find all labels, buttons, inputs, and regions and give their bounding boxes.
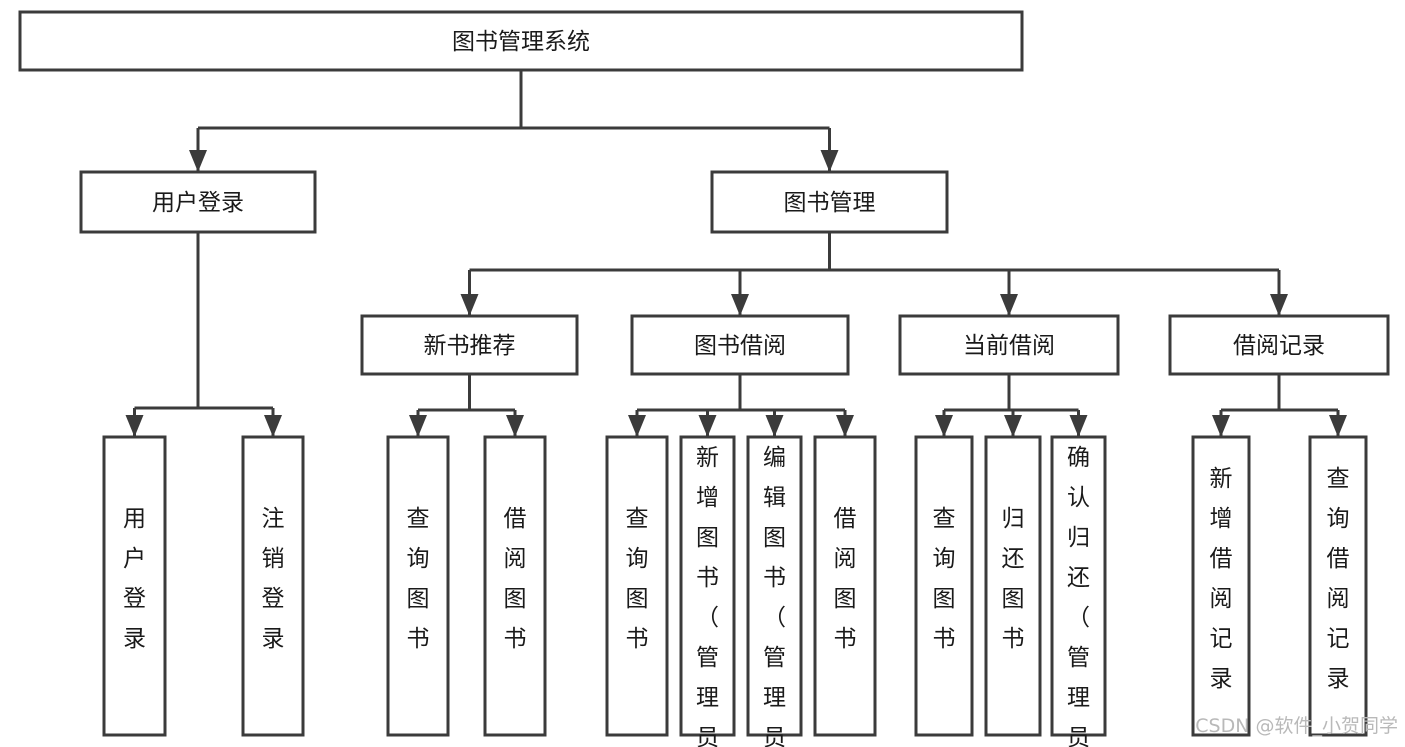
node-label-leaf-query-book-rec: 查询图书 [407, 506, 430, 652]
book-borrow-arrow-0 [628, 415, 646, 437]
node-leaf-query-book-rec[interactable]: 查询图书 [386, 435, 450, 737]
node-label-book-manage: 图书管理 [784, 190, 876, 216]
node-label-leaf-user-login: 用户登录 [123, 506, 146, 652]
book-borrow-arrow-1 [698, 415, 717, 437]
node-box-leaf-add-book-admin [679, 435, 736, 737]
node-layer: 图书管理系统用户登录图书管理新书推荐图书借阅当前借阅借阅记录用户登录注销登录查询… [18, 10, 1390, 747]
node-label-book-borrow: 图书借阅 [694, 333, 786, 359]
node-box-leaf-query-borrow-record [1308, 435, 1368, 737]
borrow-record-arrow-0 [1212, 415, 1230, 437]
node-label-leaf-edit-book-admin: 编辑图书（管理员） [763, 445, 786, 747]
node-box-leaf-confirm-return-admin [1050, 435, 1107, 737]
node-leaf-add-book-admin[interactable]: 新增图书（管理员） [679, 435, 736, 747]
node-box-leaf-query-book-rec [386, 435, 450, 737]
node-label-leaf-query-book-borrow: 查询图书 [626, 506, 649, 652]
new-book-rec-arrow-0 [409, 415, 427, 437]
current-borrow-arrow-2 [1069, 415, 1088, 437]
node-leaf-add-borrow-record[interactable]: 新增借阅记录 [1191, 435, 1251, 737]
node-leaf-logout[interactable]: 注销登录 [241, 435, 305, 737]
node-label-new-book-rec: 新书推荐 [424, 333, 516, 359]
book-borrow-arrow-2 [765, 415, 784, 437]
node-label-current-borrow: 当前借阅 [963, 333, 1055, 359]
node-box-leaf-return-book [984, 435, 1042, 737]
node-leaf-return-book[interactable]: 归还图书 [984, 435, 1042, 737]
node-leaf-query-borrow-record[interactable]: 查询借阅记录 [1308, 435, 1368, 737]
node-label-leaf-query-book-cur: 查询图书 [933, 506, 956, 652]
csdn-watermark: CSDN @软件_小贺同学 [1195, 715, 1398, 737]
node-label-root: 图书管理系统 [452, 29, 590, 55]
root-arrow-1 [820, 150, 839, 172]
node-label-user-login: 用户登录 [152, 190, 244, 216]
node-label-leaf-add-borrow-record: 新增借阅记录 [1210, 466, 1233, 692]
node-box-leaf-borrow-book-rec [483, 435, 547, 737]
node-current-borrow[interactable]: 当前借阅 [898, 314, 1120, 376]
node-label-leaf-return-book: 归还图书 [1002, 506, 1025, 652]
node-box-new-book-rec [360, 314, 579, 376]
node-box-current-borrow [898, 314, 1120, 376]
node-user-login[interactable]: 用户登录 [79, 170, 317, 234]
node-label-leaf-confirm-return-admin: 确认归还（管理员） [1067, 445, 1090, 747]
node-box-leaf-logout [241, 435, 305, 737]
node-box-leaf-add-borrow-record [1191, 435, 1251, 737]
book-manage-arrow-0 [460, 294, 479, 316]
new-book-rec-arrow-1 [506, 415, 524, 437]
node-label-leaf-query-borrow-record: 查询借阅记录 [1327, 466, 1350, 692]
node-box-user-login [79, 170, 317, 234]
user-login-arrow-1 [264, 415, 282, 437]
node-book-borrow[interactable]: 图书借阅 [630, 314, 850, 376]
node-leaf-borrow-book[interactable]: 借阅图书 [813, 435, 877, 737]
node-box-book-borrow [630, 314, 850, 376]
node-new-book-rec[interactable]: 新书推荐 [360, 314, 579, 376]
node-borrow-record[interactable]: 借阅记录 [1168, 314, 1390, 376]
node-box-leaf-edit-book-admin [746, 435, 803, 737]
node-leaf-user-login[interactable]: 用户登录 [102, 435, 167, 737]
current-borrow-arrow-1 [1004, 415, 1022, 437]
node-box-book-manage [710, 170, 949, 234]
book-manage-arrow-3 [1270, 294, 1288, 316]
node-box-borrow-record [1168, 314, 1390, 376]
node-leaf-borrow-book-rec[interactable]: 借阅图书 [483, 435, 547, 737]
node-label-leaf-add-book-admin: 新增图书（管理员） [696, 445, 719, 747]
node-box-root [18, 10, 1024, 72]
node-root[interactable]: 图书管理系统 [18, 10, 1024, 72]
node-label-leaf-logout: 注销登录 [262, 506, 285, 652]
current-borrow-arrow-0 [935, 415, 953, 437]
node-label-leaf-borrow-book-rec: 借阅图书 [504, 506, 527, 652]
node-box-leaf-borrow-book [813, 435, 877, 737]
borrow-record-arrow-1 [1329, 415, 1347, 437]
node-label-leaf-borrow-book: 借阅图书 [834, 506, 857, 652]
connector-layer [125, 70, 1347, 437]
node-book-manage[interactable]: 图书管理 [710, 170, 949, 234]
root-arrow-0 [189, 150, 207, 172]
node-leaf-confirm-return-admin[interactable]: 确认归还（管理员） [1050, 435, 1107, 747]
node-box-leaf-query-book-borrow [605, 435, 669, 737]
book-borrow-arrow-3 [836, 415, 854, 437]
node-leaf-query-book-borrow[interactable]: 查询图书 [605, 435, 669, 737]
node-box-leaf-query-book-cur [914, 435, 974, 737]
node-leaf-edit-book-admin[interactable]: 编辑图书（管理员） [746, 435, 803, 747]
user-login-arrow-0 [125, 415, 144, 437]
book-manage-arrow-2 [1000, 294, 1018, 316]
node-leaf-query-book-cur[interactable]: 查询图书 [914, 435, 974, 737]
node-label-borrow-record: 借阅记录 [1233, 333, 1325, 359]
node-box-leaf-user-login [102, 435, 167, 737]
book-manage-arrow-1 [731, 294, 749, 316]
